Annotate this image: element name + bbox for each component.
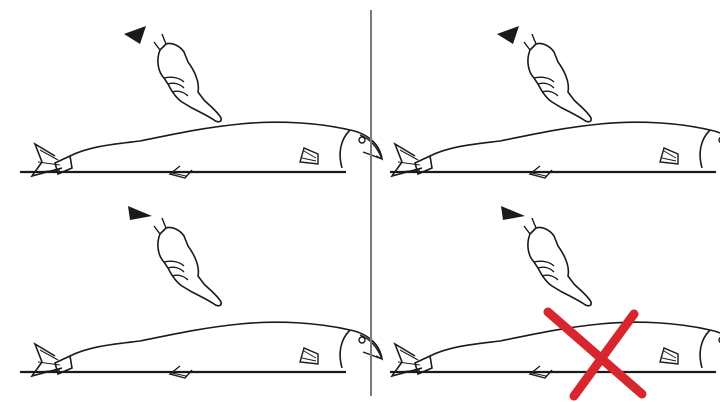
- fish-illustration: [32, 322, 382, 378]
- pointing-hand-icon: [154, 218, 221, 306]
- pointing-hand-icon: [524, 34, 591, 122]
- pointing-hand-icon: [524, 218, 591, 306]
- fish-illustration: [392, 122, 720, 178]
- direction-arrow-icon: [128, 206, 152, 220]
- pointing-hand-icon: [154, 34, 221, 122]
- panel-bottom-left: [20, 206, 382, 378]
- direction-arrow-icon: [497, 26, 519, 44]
- fish-illustration: [392, 322, 720, 378]
- direction-arrow-icon: [124, 26, 146, 44]
- direction-arrow-icon: [501, 206, 525, 220]
- panel-top-left: [20, 26, 382, 178]
- panel-top-right: [390, 26, 720, 178]
- fish-illustration: [32, 122, 382, 178]
- panel-bottom-right: [390, 206, 720, 396]
